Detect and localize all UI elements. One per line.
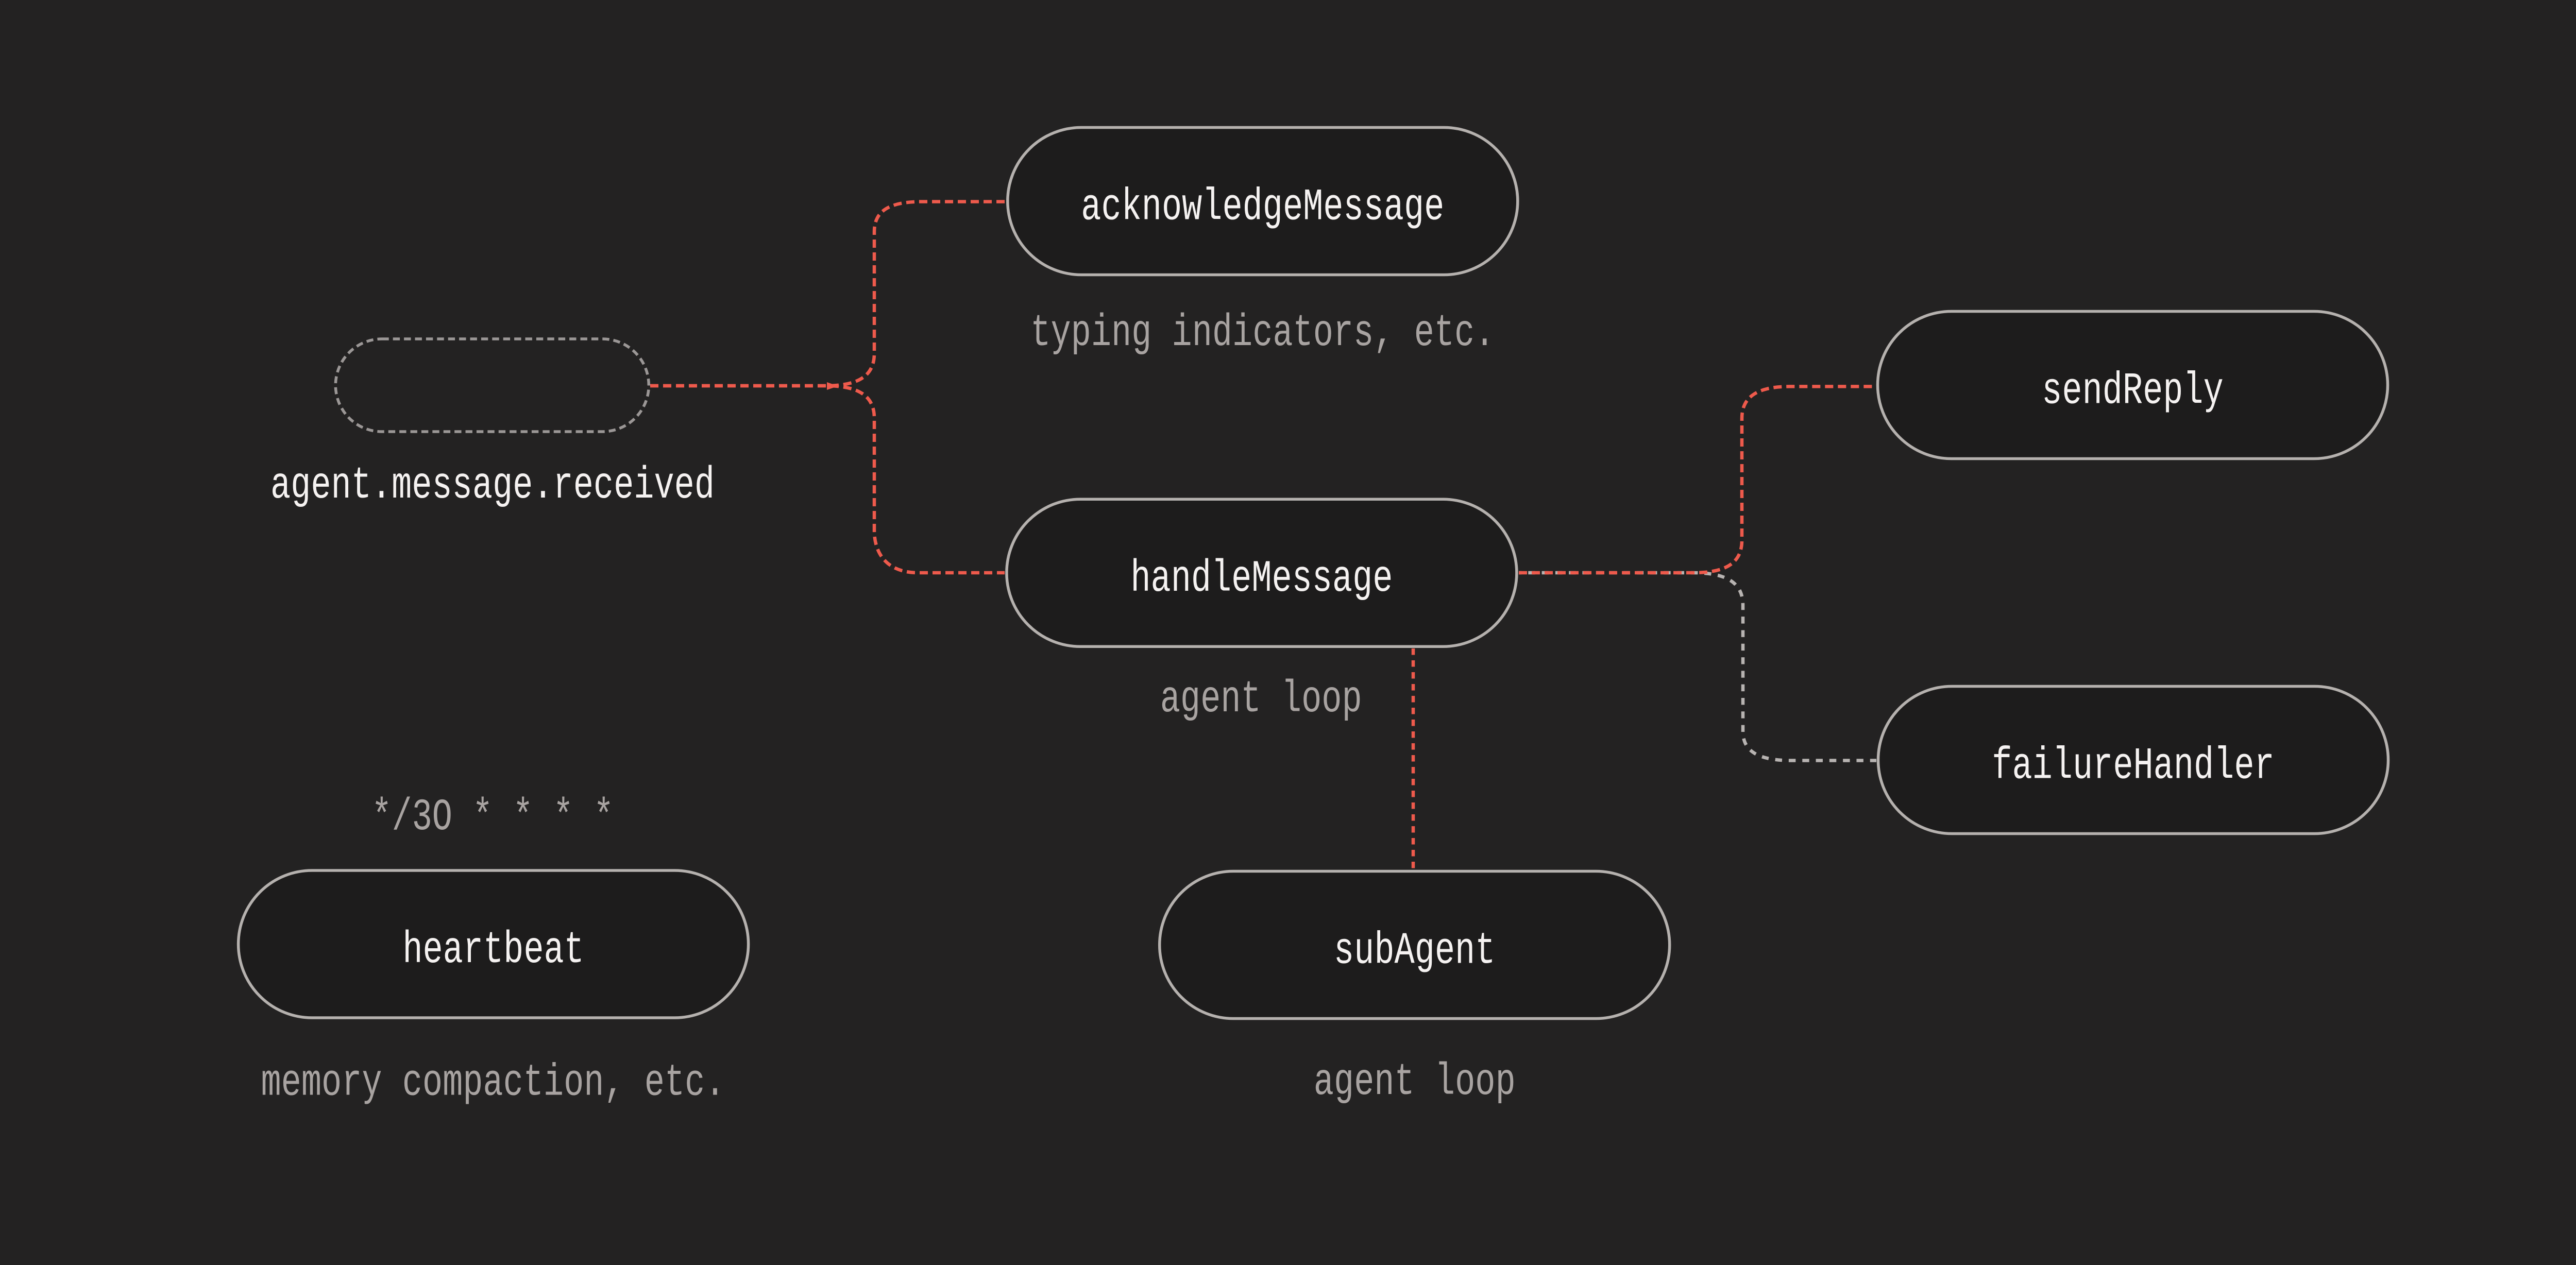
svg-text:acknowledgeMessage: acknowledgeMessage <box>1081 183 1444 233</box>
svg-text:typing indicators, etc.: typing indicators, etc. <box>1030 309 1495 359</box>
svg-text:sendReply: sendReply <box>2042 367 2224 417</box>
svg-text:agent.message.received: agent.message.received <box>270 461 715 511</box>
svg-text:subAgent: subAgent <box>1334 927 1495 977</box>
svg-text:agent loop: agent loop <box>1314 1057 1516 1108</box>
svg-text:agent loop: agent loop <box>1160 675 1362 725</box>
svg-text:*/3O * * * *: */3O * * * * <box>371 793 614 843</box>
svg-text:heartbeat: heartbeat <box>402 926 584 976</box>
svg-text:memory compaction, etc.: memory compaction, etc. <box>261 1058 725 1109</box>
svg-text:failureHandler: failureHandler <box>1992 742 2274 792</box>
svg-text:handleMessage: handleMessage <box>1130 554 1393 605</box>
